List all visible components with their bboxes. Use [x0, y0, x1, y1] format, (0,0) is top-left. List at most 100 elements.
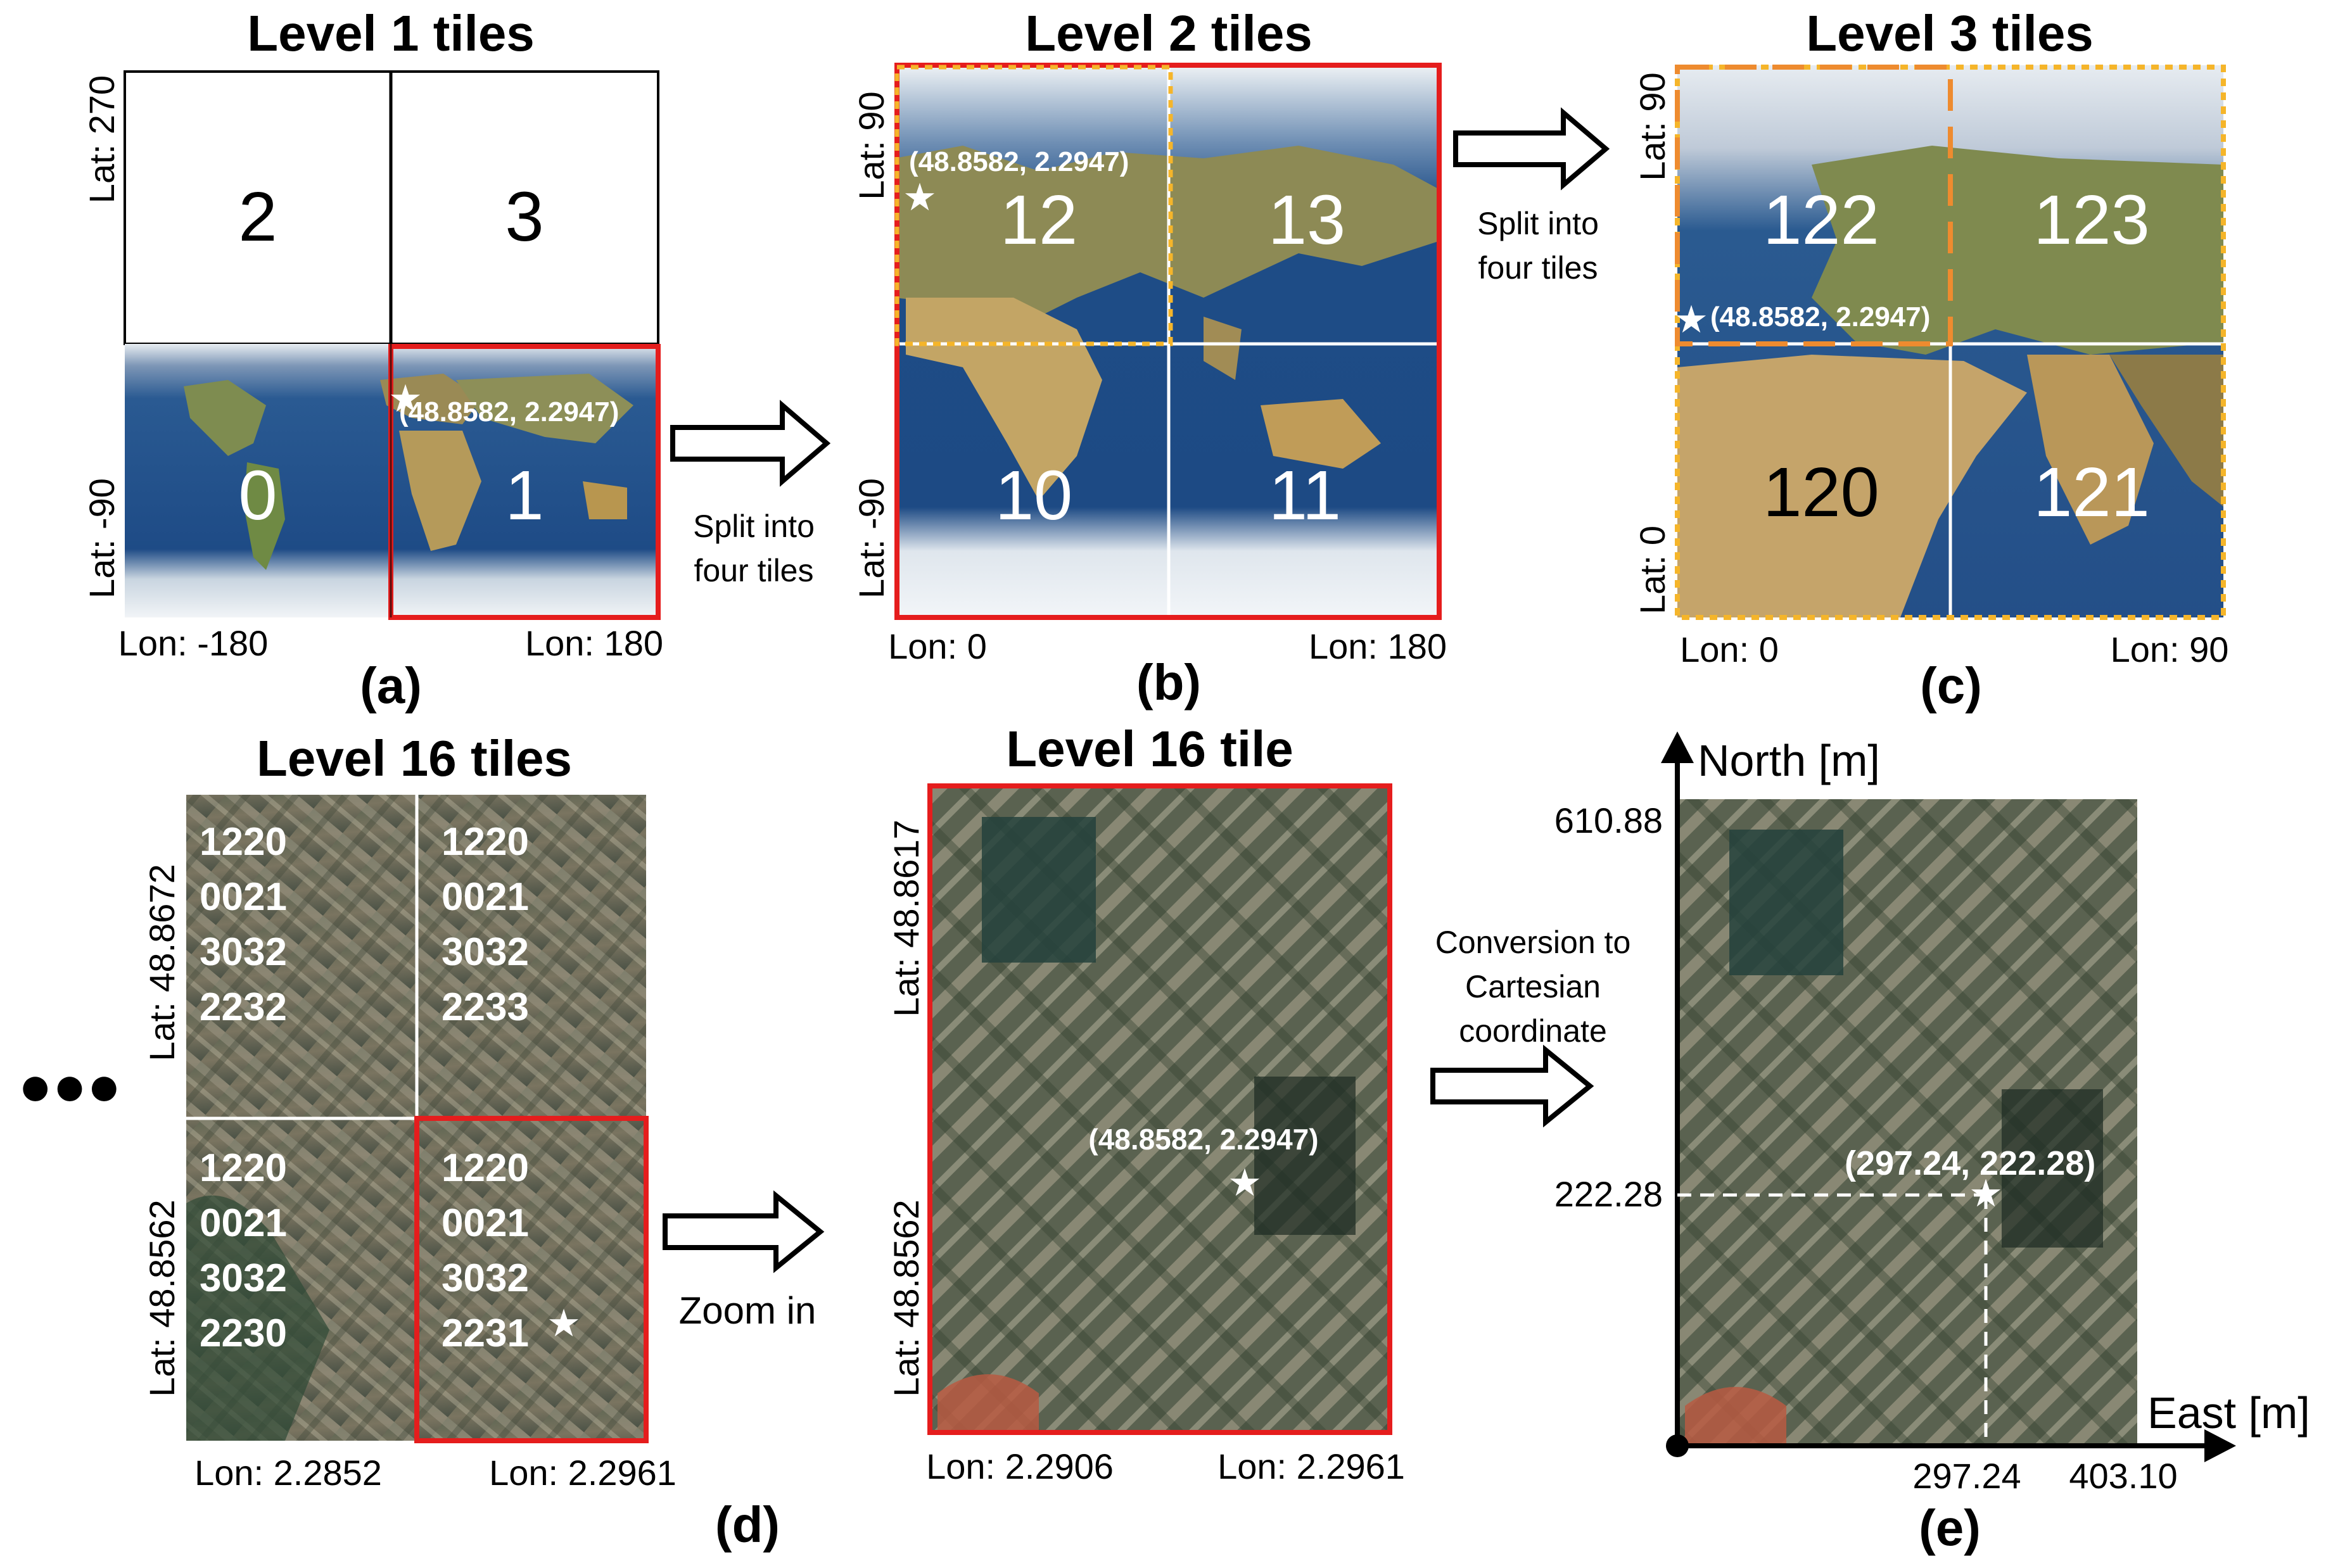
tile-2230-line-1: 1220 — [200, 1146, 287, 1190]
right-arrow-icon — [1430, 1044, 1594, 1128]
tile-label-11: 11 — [1269, 457, 1341, 534]
tile-2230-line-3: 3032 — [200, 1256, 287, 1300]
star-icon: ★ — [1969, 1172, 2003, 1216]
tile-label-120: 120 — [1763, 453, 1879, 531]
star-icon: ★ — [1674, 298, 1708, 342]
tile-12-dotted-highlight — [894, 65, 1173, 346]
arrow-bc-label-2: four tiles — [1478, 250, 1598, 286]
panel-a-title: Level 1 tiles — [247, 5, 535, 61]
origin-dot — [1666, 1434, 1689, 1457]
tile-label-3: 3 — [505, 178, 543, 256]
tile-label-0: 0 — [238, 457, 277, 534]
panel-b-title: Level 2 tiles — [1025, 5, 1312, 61]
tile-2233-line-1: 1220 — [442, 820, 529, 864]
caption-a: (a) — [360, 657, 422, 714]
tile-2232-line-2: 0021 — [200, 875, 287, 919]
tile-label-123: 123 — [2033, 181, 2150, 259]
star-icon: ★ — [1228, 1161, 1262, 1205]
tile-2231-highlight — [414, 1116, 649, 1443]
up-arrow-icon — [1661, 731, 1694, 763]
caption-d: (d) — [715, 1496, 780, 1553]
x-max-tick: 403.10 — [2069, 1456, 2177, 1496]
panel-zoom-title: Level 16 tile — [1006, 721, 1293, 777]
right-arrow-icon — [670, 400, 831, 487]
caption-c: (c) — [1920, 657, 1982, 714]
tile-label-1: 1 — [505, 457, 543, 534]
right-arrow-icon — [663, 1190, 825, 1274]
arrow-bc-label-1: Split into — [1477, 206, 1599, 241]
panel-c-title: Level 3 tiles — [1806, 5, 2094, 61]
arrow-split-bc: Split into four tiles — [1453, 107, 1610, 286]
tile-label-122: 122 — [1763, 181, 1879, 259]
panel-b: Level 2 tiles 12 13 10 11 ★ (48.8582, 2.… — [851, 5, 1447, 711]
lat-top-b: Lat: 90 — [851, 91, 891, 199]
tile-2232-line-4: 2232 — [200, 985, 287, 1029]
tile-2233-line-4: 2233 — [442, 985, 529, 1029]
lat-bottom-b: Lat: -90 — [851, 478, 891, 598]
caption-e: (e) — [1919, 1500, 1981, 1556]
tile-2232-line-1: 1220 — [200, 820, 287, 864]
zoomed-tile-highlight — [927, 783, 1392, 1435]
right-arrow-icon — [1453, 107, 1610, 191]
lon-right-zoom: Lon: 2.2961 — [1217, 1446, 1405, 1486]
tile-2232-line-3: 3032 — [200, 930, 287, 974]
lon-right-a: Lon: 180 — [525, 623, 663, 663]
arrow-convert-label-1: Conversion to — [1435, 925, 1631, 960]
panel-e: ★ (297.24, 222.28) North [m] East [m] 61… — [1554, 731, 2310, 1556]
panel-d-title: Level 16 tiles — [257, 730, 572, 787]
lon-right-c: Lon: 90 — [2111, 629, 2229, 669]
tile-label-13: 13 — [1268, 181, 1345, 259]
tile-2231-line-1: 1220 — [442, 1146, 529, 1190]
y-axis-label: North [m] — [1698, 736, 1880, 785]
tile-2230-line-4: 2230 — [200, 1312, 287, 1355]
point-label-e: (297.24, 222.28) — [1845, 1144, 2095, 1182]
lat-bottom-a: Lat: -90 — [82, 478, 122, 598]
star-icon: ★ — [388, 377, 423, 421]
lon-left-a: Lon: -180 — [118, 623, 269, 663]
arrow-convert-label-3: coordinate — [1459, 1013, 1607, 1049]
tile-2 — [124, 70, 392, 345]
x-point-tick: 297.24 — [1912, 1456, 2021, 1496]
lat-top-d: Lat: 48.8672 — [142, 864, 182, 1061]
arrow-split-ab: Split into four tiles — [670, 400, 831, 588]
arrow-ab-label-2: four tiles — [694, 553, 814, 588]
point-label-a: (48.8582, 2.2947) — [399, 396, 619, 427]
point-label-zoom: (48.8582, 2.2947) — [1088, 1123, 1318, 1156]
tile-label-12: 12 — [1000, 181, 1077, 259]
tile-122-dashed-highlight — [1675, 65, 1953, 346]
x-axis-label: East [m] — [2147, 1388, 2310, 1438]
star-icon: ★ — [903, 175, 937, 220]
tile-2231-line-3: 3032 — [442, 1256, 529, 1300]
arrow-ab-label-1: Split into — [693, 509, 815, 544]
lon-left-b: Lon: 0 — [888, 626, 987, 666]
point-label-b: (48.8582, 2.2947) — [909, 146, 1129, 177]
arrow-zoom: Zoom in — [663, 1190, 825, 1332]
tile-2231-line-2: 0021 — [442, 1201, 529, 1245]
tile-2233-line-3: 3032 — [442, 930, 529, 974]
lat-top-c: Lat: 90 — [1632, 72, 1672, 180]
tile-label-121: 121 — [2033, 453, 2150, 531]
tile-2230-line-2: 0021 — [200, 1201, 287, 1245]
lat-bottom-zoom: Lat: 48.8562 — [886, 1199, 926, 1396]
panel-a: Level 1 tiles 2 3 0 1 ★ (48.8582, 2.2947… — [82, 5, 663, 714]
lat-bottom-d: Lat: 48.8562 — [142, 1199, 182, 1396]
tile-label-2: 2 — [238, 178, 277, 256]
right-arrow-icon — [2204, 1429, 2236, 1462]
ellipsis-icon: ●●● — [18, 1054, 121, 1118]
panel-d: Level 16 tiles ●●● 1220 0021 3032 2232 1… — [18, 730, 780, 1553]
panel-zoom: Level 16 tile (48.8582, 2.2947) ★ Lat: 4… — [886, 721, 1405, 1486]
tile-2233-line-2: 0021 — [442, 875, 529, 919]
y-max-tick: 610.88 — [1554, 800, 1663, 840]
tile-3 — [390, 70, 659, 345]
lon-right-d: Lon: 2.2961 — [489, 1453, 677, 1493]
lon-left-zoom: Lon: 2.2906 — [926, 1446, 1114, 1486]
lat-top-zoom: Lat: 48.8617 — [886, 819, 926, 1016]
panel-c: Level 3 tiles 122 123 120 121 ★ (48.8582… — [1632, 5, 2228, 714]
arrow-convert-label-2: Cartesian — [1465, 969, 1601, 1004]
panel-c-dotted-border — [1675, 65, 2226, 620]
lat-bottom-c: Lat: 0 — [1632, 526, 1672, 614]
arrow-zoom-label: Zoom in — [679, 1289, 817, 1332]
point-label-c: (48.8582, 2.2947) — [1710, 301, 1930, 332]
star-icon: ★ — [547, 1301, 581, 1346]
